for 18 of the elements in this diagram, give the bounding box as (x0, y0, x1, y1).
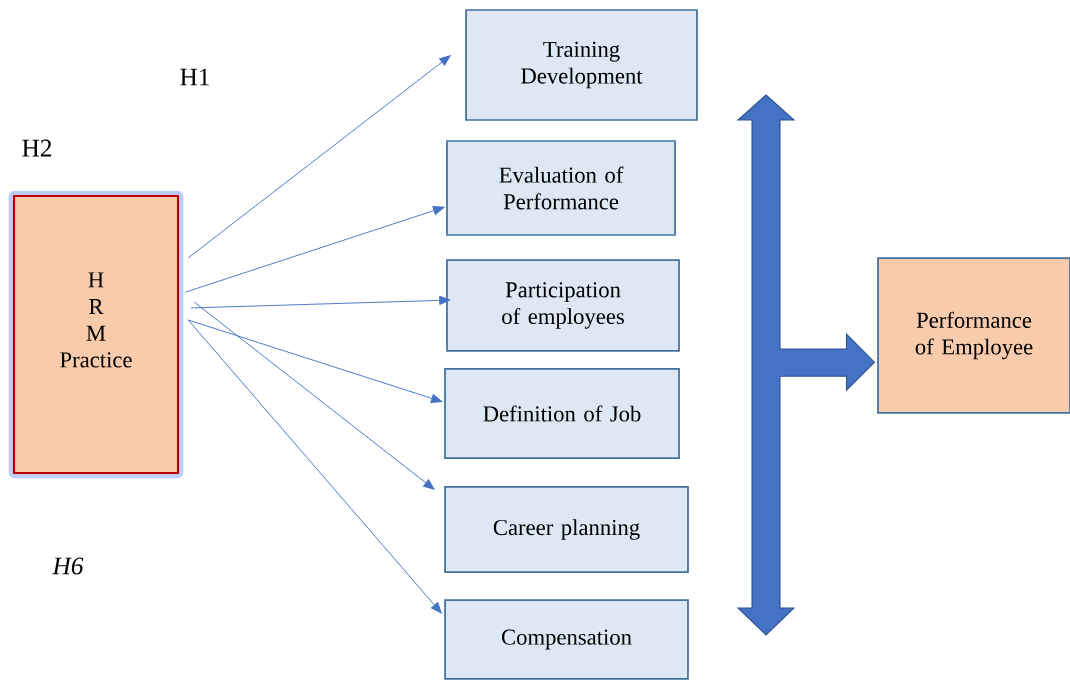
arrow (193, 301, 435, 490)
factor-box: Definition of Job (444, 368, 680, 459)
factor-box: Career planning (444, 486, 689, 573)
hypothesis-label: H2 (22, 139, 52, 157)
block-arrow (736, 94, 876, 636)
arrow (187, 319, 442, 614)
arrow (185, 206, 445, 293)
hrm-box: H R M Practice (12, 194, 180, 475)
outcome-box: Performance of Employee (877, 257, 1070, 414)
arrow (187, 55, 451, 259)
hypothesis-label: H1 (180, 68, 209, 86)
factor-box: Evaluation of Performance (446, 140, 676, 236)
factor-box: Participation of employees (446, 259, 680, 352)
arrow (190, 295, 451, 309)
factor-box: Training Development (465, 9, 698, 121)
hypothesis-label: H6 (52, 557, 84, 575)
arrow (187, 319, 443, 403)
factor-box: Compensation (444, 599, 689, 680)
